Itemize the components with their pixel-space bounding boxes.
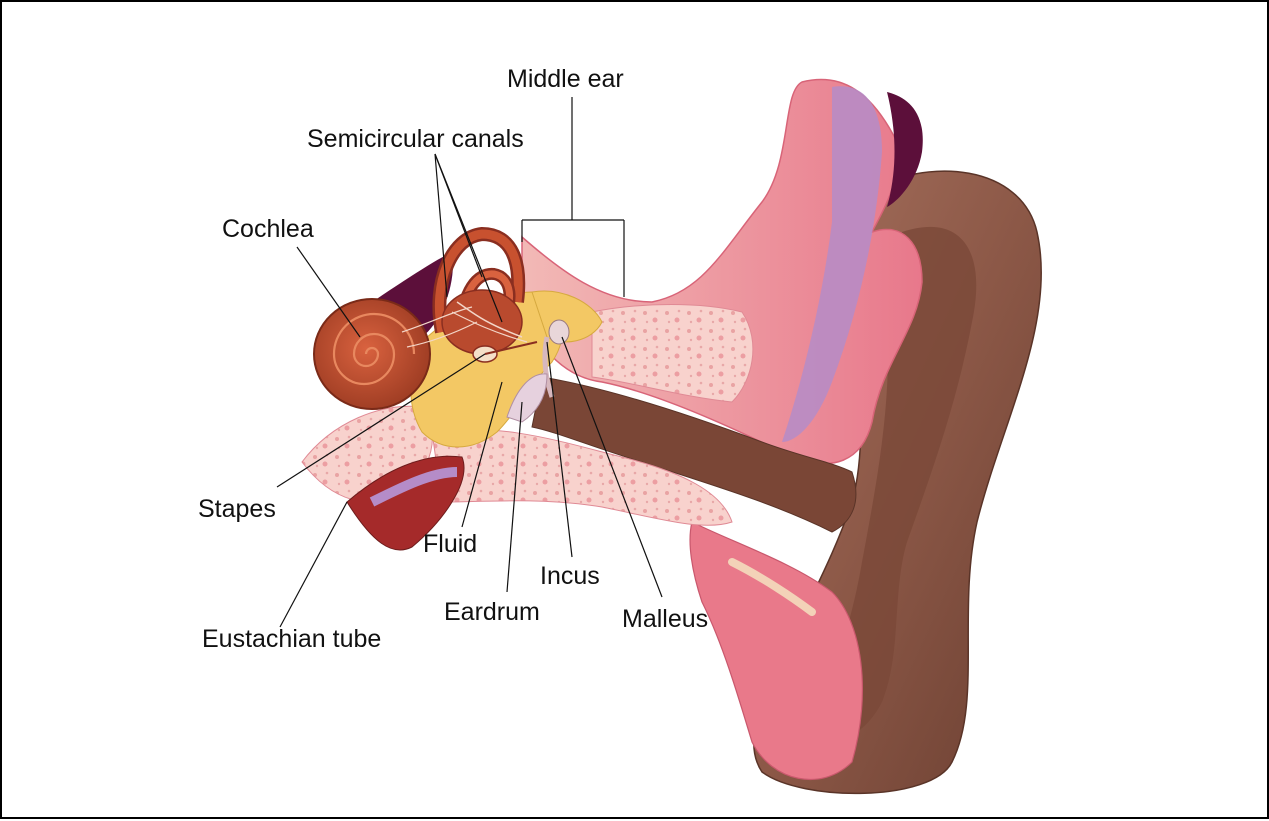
label-incus: Incus [540,562,600,590]
label-cochlea: Cochlea [222,215,314,243]
label-fluid: Fluid [423,530,477,558]
label-eustachian-tube: Eustachian tube [202,625,381,653]
label-malleus: Malleus [622,605,708,633]
label-semicircular-canals: Semicircular canals [307,125,524,153]
label-eardrum: Eardrum [444,598,540,626]
label-stapes: Stapes [198,495,276,523]
temporal-bone [592,305,753,403]
label-middle-ear: Middle ear [507,65,624,93]
semicircular-canals [439,234,527,354]
